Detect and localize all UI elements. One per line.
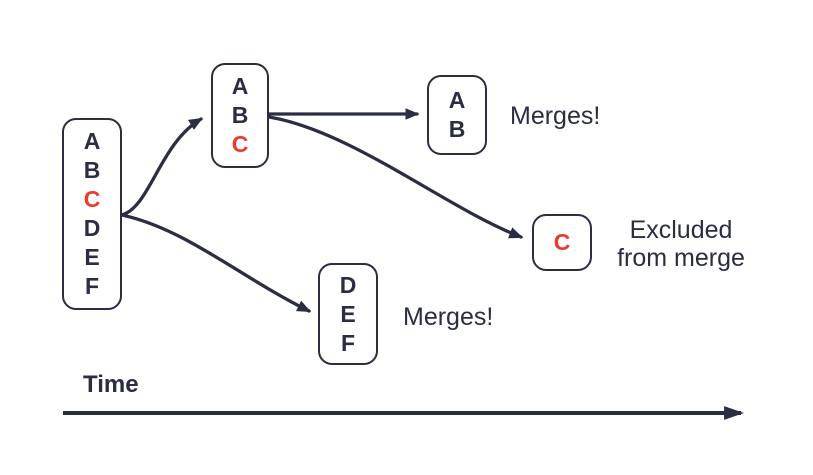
merges-label-bottom: Merges! [403, 303, 494, 331]
commit-letter-b: B [83, 157, 101, 183]
excluded-label-line1: Excluded [629, 216, 733, 244]
merged-ab-box: A B [427, 75, 487, 155]
branch-abc-box: A B C [211, 63, 269, 168]
commit-letter-b: B [448, 116, 466, 142]
commit-letter-f: F [340, 329, 356, 356]
commit-letter-a: A [83, 128, 101, 154]
commit-letter-e: E [84, 244, 100, 270]
commit-letter-c: C [553, 229, 571, 255]
arrow-abc-to-excluded-c [267, 115, 524, 239]
commit-letter-a: A [231, 73, 249, 99]
commit-letter-c: C [83, 186, 101, 212]
commit-letter-a: A [448, 87, 466, 113]
commit-letter-f: F [84, 273, 100, 299]
excluded-c-box: C [532, 214, 592, 271]
commit-letter-d: D [83, 215, 101, 241]
commit-letter-d: D [339, 271, 357, 298]
merges-label-top: Merges! [510, 102, 601, 130]
excluded-label-line2: from merge [617, 244, 745, 272]
commit-letter-e: E [340, 300, 356, 327]
excluded-from-merge-label: Excluded from merge [600, 216, 762, 272]
time-axis-label: Time [83, 371, 139, 398]
arrow-source-to-branch-def [120, 213, 312, 313]
source-commits-box: A B C D E F [62, 118, 122, 310]
branch-def-box: D E F [318, 263, 378, 365]
commit-letter-c: C [231, 131, 249, 157]
commit-letter-b: B [231, 102, 249, 128]
arrow-source-to-branch-abc [120, 117, 204, 217]
